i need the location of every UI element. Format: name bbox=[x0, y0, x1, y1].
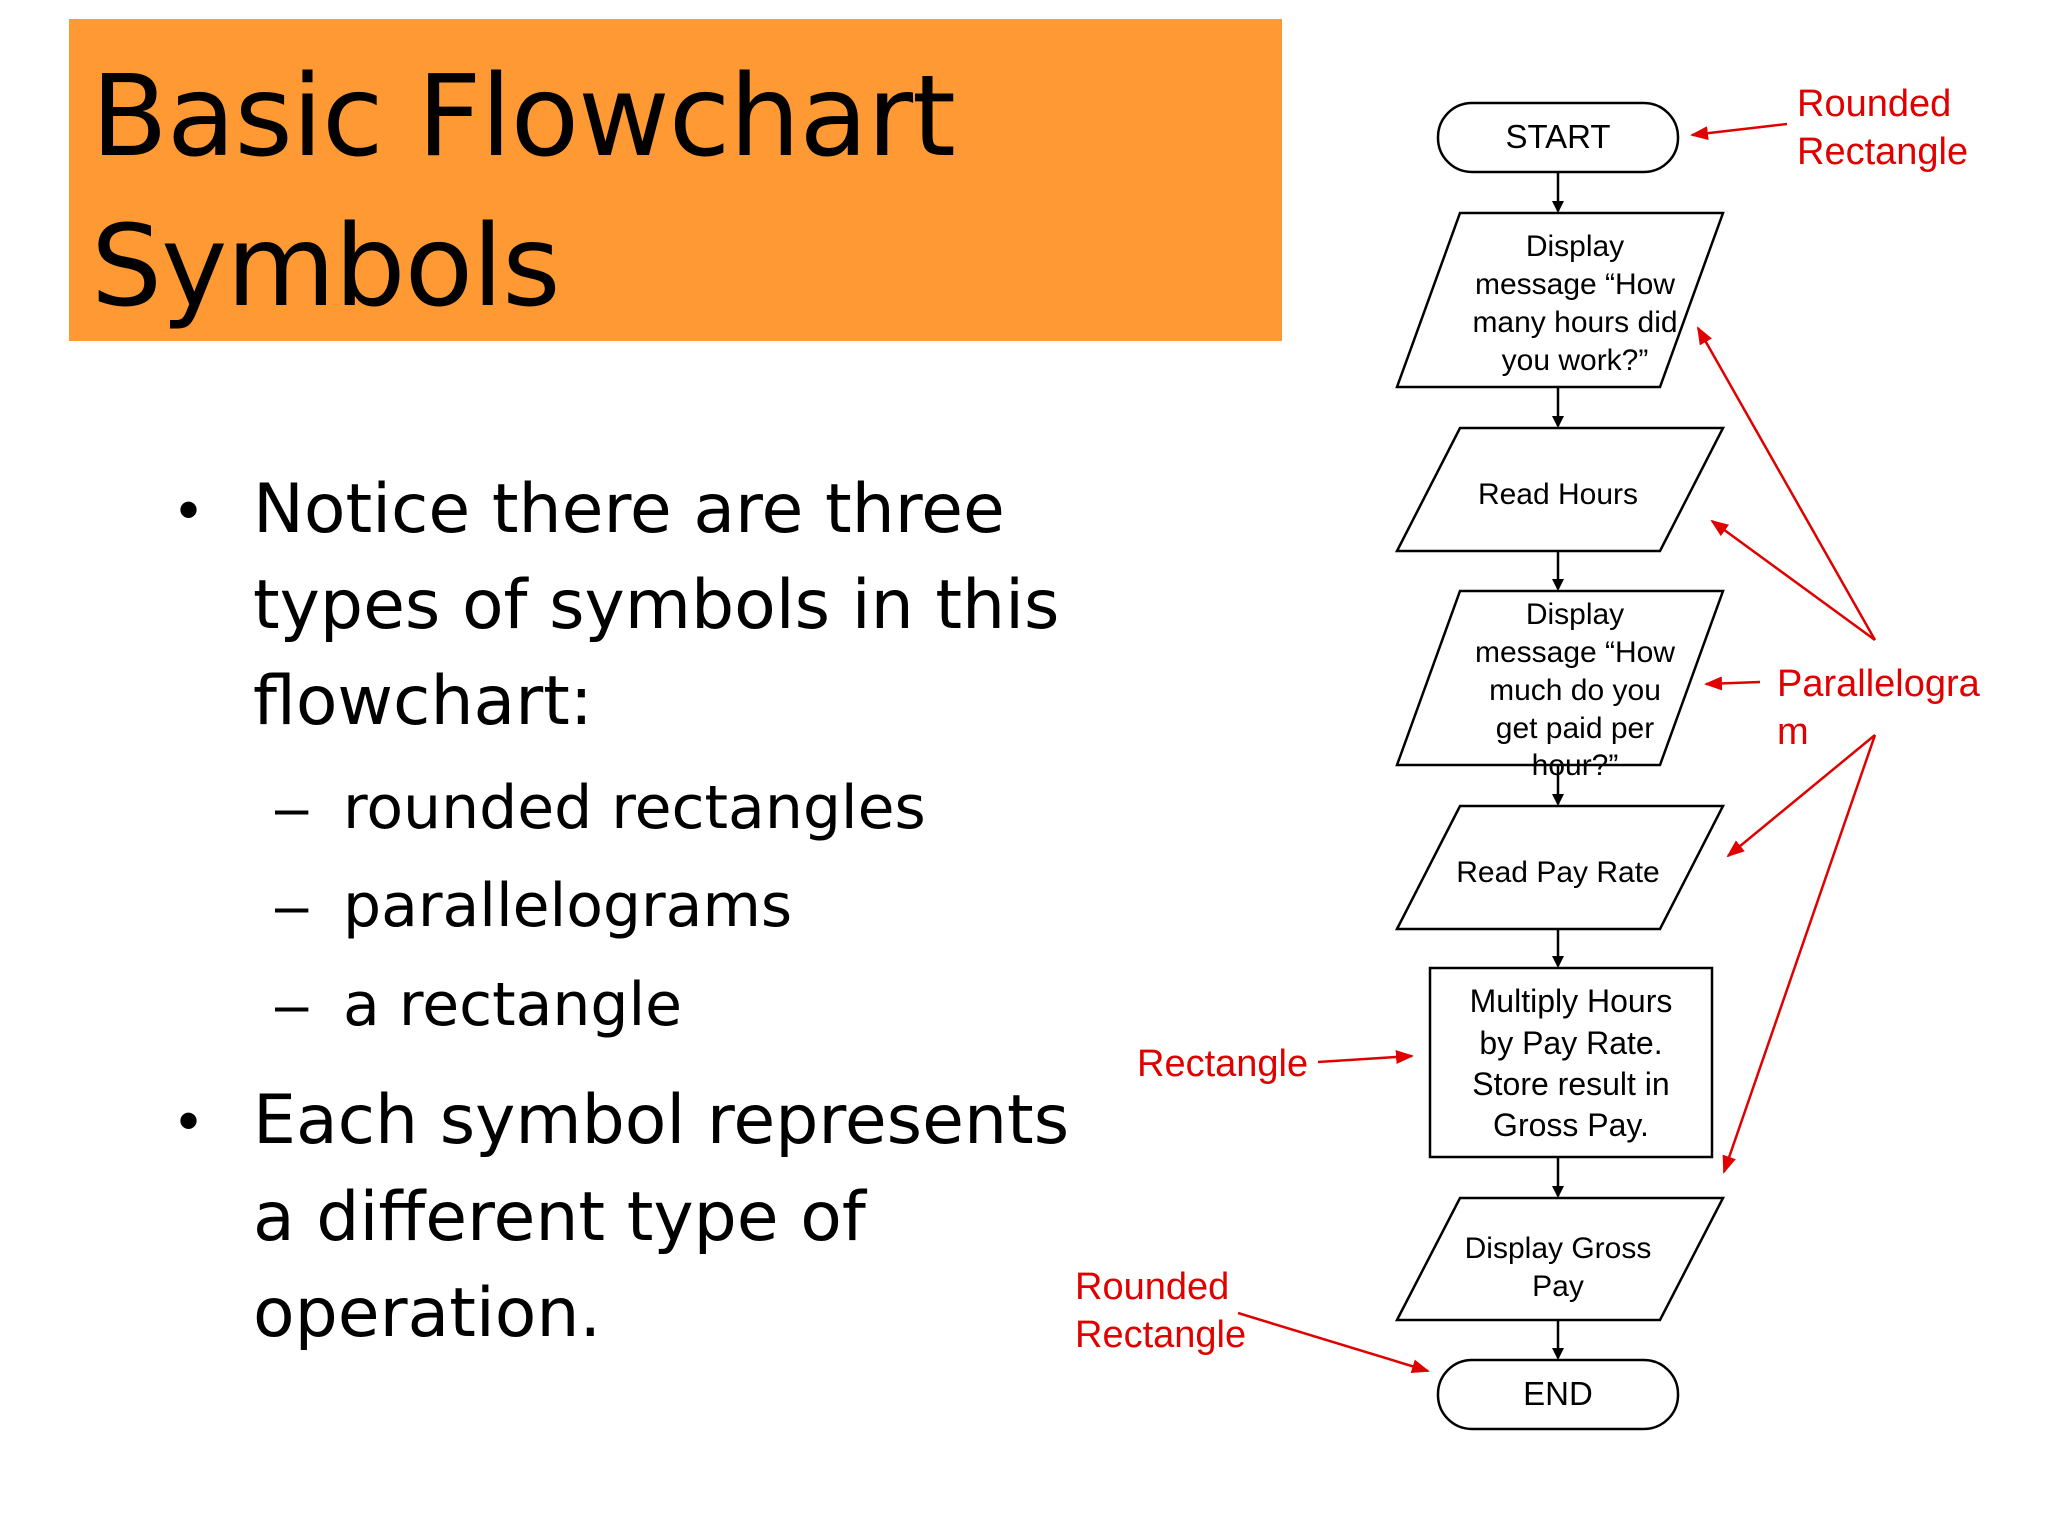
annotation-arrow bbox=[1696, 326, 1877, 641]
end-label: END bbox=[1523, 1375, 1593, 1412]
display-gross-parallelogram bbox=[1394, 1196, 1726, 1322]
sub-marker: – bbox=[275, 971, 309, 1038]
sub-marker: – bbox=[275, 774, 309, 841]
annotation-rounded-rectangle-bottom: Rectangle bbox=[1075, 1314, 1246, 1356]
node-text-line: you work?” bbox=[1502, 344, 1649, 377]
node-text-line: Multiply Hours bbox=[1470, 983, 1673, 1019]
end-terminal bbox=[1436, 1358, 1680, 1431]
bullet-1-line-1: Notice there are three bbox=[253, 470, 1005, 549]
node-text-line: Read Pay Rate bbox=[1456, 856, 1659, 889]
node-text-line: message “How bbox=[1475, 268, 1675, 301]
node-text-line: message “How bbox=[1475, 636, 1675, 669]
annotation-arrow bbox=[1722, 734, 1877, 1174]
node-text-line: much do you bbox=[1489, 674, 1661, 707]
bullet-2-line-2: a different type of bbox=[253, 1178, 866, 1257]
sub-item-a-rectangle: a rectangle bbox=[343, 970, 683, 1040]
annotation-rounded-rectangle-bottom: Rounded bbox=[1075, 1266, 1229, 1308]
node-text-line: Gross Pay. bbox=[1493, 1107, 1649, 1143]
start-terminal bbox=[1436, 101, 1680, 174]
annotation-rectangle: Rectangle bbox=[1137, 1043, 1308, 1085]
annotation-arrow bbox=[1237, 1311, 1430, 1374]
annotation-rounded-rectangle-top: Rounded bbox=[1797, 83, 1951, 125]
annotation-arrow bbox=[1726, 734, 1876, 858]
node-text-line: Display Gross bbox=[1465, 1232, 1652, 1265]
display-pay-parallelogram bbox=[1395, 589, 1725, 767]
bullet-marker: • bbox=[178, 476, 200, 543]
annotation-arrow bbox=[1317, 1050, 1414, 1065]
sub-item-parallelograms: parallelograms bbox=[343, 871, 793, 941]
node-text-line: Display bbox=[1526, 230, 1624, 263]
node-text-line: Store result in bbox=[1472, 1066, 1669, 1102]
start-label: START bbox=[1505, 118, 1610, 155]
multiply-process-rectangle bbox=[1428, 966, 1714, 1159]
annotation-arrow bbox=[1710, 519, 1876, 642]
display-hours-parallelogram bbox=[1395, 211, 1725, 389]
node-text-line: get paid per bbox=[1496, 712, 1654, 745]
title-line-1: Basic Flowchart bbox=[91, 52, 956, 182]
annotation-rounded-rectangle-top: Rectangle bbox=[1797, 131, 1968, 173]
annotation-parallelogram: m bbox=[1777, 711, 1809, 753]
bullet-1-line-3: flowchart: bbox=[253, 662, 593, 741]
title-banner: Basic Flowchart Symbols bbox=[69, 19, 1282, 341]
title-line-2: Symbols bbox=[91, 202, 561, 332]
read-pay-rate-parallelogram bbox=[1394, 804, 1726, 931]
bullet-2-line-1: Each symbol represents bbox=[253, 1081, 1070, 1160]
annotation-parallelogram: Parallelogra bbox=[1777, 663, 1981, 705]
bullet-2-line-3: operation. bbox=[253, 1274, 602, 1353]
sub-item-rounded-rectangles: rounded rectangles bbox=[343, 773, 926, 843]
node-text-line: by Pay Rate. bbox=[1479, 1025, 1662, 1061]
node-text-line: Pay bbox=[1532, 1270, 1584, 1303]
bullet-1-line-2: types of symbols in this bbox=[253, 566, 1060, 645]
node-text-line: hour?” bbox=[1532, 749, 1619, 782]
bullet-marker: • bbox=[178, 1087, 200, 1154]
read-hours-parallelogram bbox=[1394, 426, 1726, 553]
annotation-arrow bbox=[1690, 122, 1788, 141]
annotation-arrow bbox=[1704, 676, 1761, 691]
node-text-line: many hours did bbox=[1472, 306, 1677, 339]
node-text-line: Display bbox=[1526, 598, 1624, 631]
node-text-line: Read Hours bbox=[1478, 478, 1638, 511]
sub-marker: – bbox=[275, 872, 309, 939]
